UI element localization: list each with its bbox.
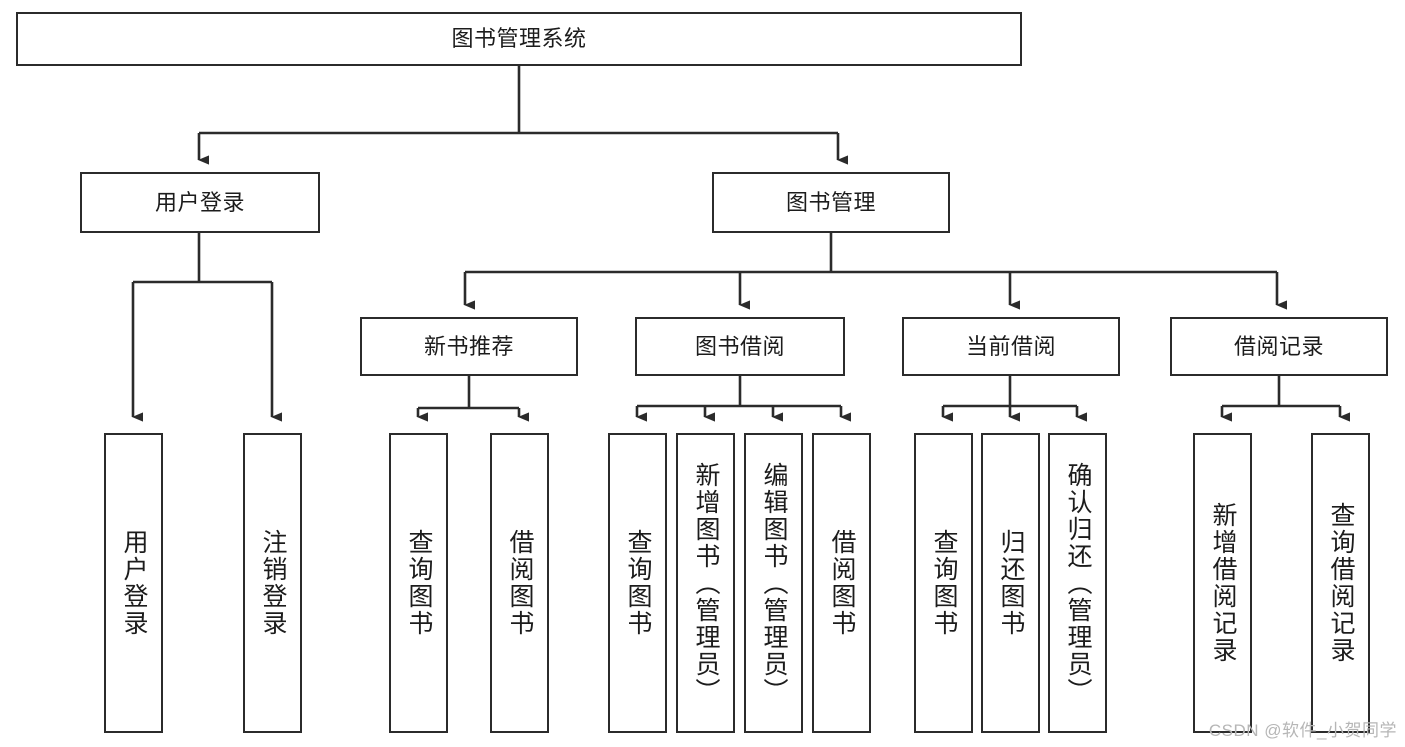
node-leaf-edit-book-admin-label: 编辑图书（管理员） [760, 461, 788, 705]
node-book-borrow[interactable]: 图书借阅 [635, 317, 845, 376]
node-root-book-management-system[interactable]: 图书管理系统 [16, 12, 1022, 66]
node-leaf-borrow-book-2-label: 借阅图书 [828, 529, 856, 637]
node-borrow-record[interactable]: 借阅记录 [1170, 317, 1388, 376]
node-leaf-query-book-2[interactable]: 查询图书 [608, 433, 667, 733]
csdn-watermark: CSDN @软件_小贺同学 [1208, 721, 1397, 740]
node-leaf-query-book-1[interactable]: 查询图书 [389, 433, 448, 733]
node-user-login-label: 用户登录 [154, 189, 245, 215]
node-leaf-add-borrow-record-label: 新增借阅记录 [1209, 502, 1237, 664]
node-leaf-add-book-admin[interactable]: 新增图书（管理员） [676, 433, 735, 733]
node-root-label: 图书管理系统 [451, 26, 587, 52]
node-current-borrow-label: 当前借阅 [965, 333, 1056, 359]
node-leaf-query-book-3-label: 查询图书 [930, 529, 958, 637]
node-book-borrow-label: 图书借阅 [694, 333, 785, 359]
node-leaf-query-borrow-record-label: 查询借阅记录 [1327, 502, 1355, 664]
node-new-book-recommend[interactable]: 新书推荐 [360, 317, 578, 376]
node-leaf-return-book[interactable]: 归还图书 [981, 433, 1040, 733]
node-leaf-query-book-3[interactable]: 查询图书 [914, 433, 973, 733]
node-leaf-logout-login-label: 注销登录 [259, 529, 287, 637]
node-book-management[interactable]: 图书管理 [712, 172, 950, 233]
node-leaf-edit-book-admin[interactable]: 编辑图书（管理员） [744, 433, 803, 733]
node-leaf-add-book-admin-label: 新增图书（管理员） [692, 461, 720, 705]
node-borrow-record-label: 借阅记录 [1233, 333, 1324, 359]
node-leaf-borrow-book-1-label: 借阅图书 [506, 529, 534, 637]
node-leaf-return-book-label: 归还图书 [997, 529, 1025, 637]
node-leaf-borrow-book-2[interactable]: 借阅图书 [812, 433, 871, 733]
node-user-login[interactable]: 用户登录 [80, 172, 320, 233]
node-leaf-borrow-book-1[interactable]: 借阅图书 [490, 433, 549, 733]
node-leaf-query-book-2-label: 查询图书 [624, 529, 652, 637]
node-leaf-confirm-return-admin[interactable]: 确认归还（管理员） [1048, 433, 1107, 733]
node-leaf-add-borrow-record[interactable]: 新增借阅记录 [1193, 433, 1252, 733]
node-leaf-user-login-label: 用户登录 [120, 529, 148, 637]
node-leaf-logout-login[interactable]: 注销登录 [243, 433, 302, 733]
node-leaf-query-book-1-label: 查询图书 [405, 529, 433, 637]
node-leaf-confirm-return-admin-label: 确认归还（管理员） [1064, 461, 1092, 705]
node-new-book-recommend-label: 新书推荐 [423, 333, 514, 359]
node-leaf-user-login[interactable]: 用户登录 [104, 433, 163, 733]
node-current-borrow[interactable]: 当前借阅 [902, 317, 1120, 376]
node-book-management-label: 图书管理 [785, 189, 876, 215]
node-leaf-query-borrow-record[interactable]: 查询借阅记录 [1311, 433, 1370, 733]
